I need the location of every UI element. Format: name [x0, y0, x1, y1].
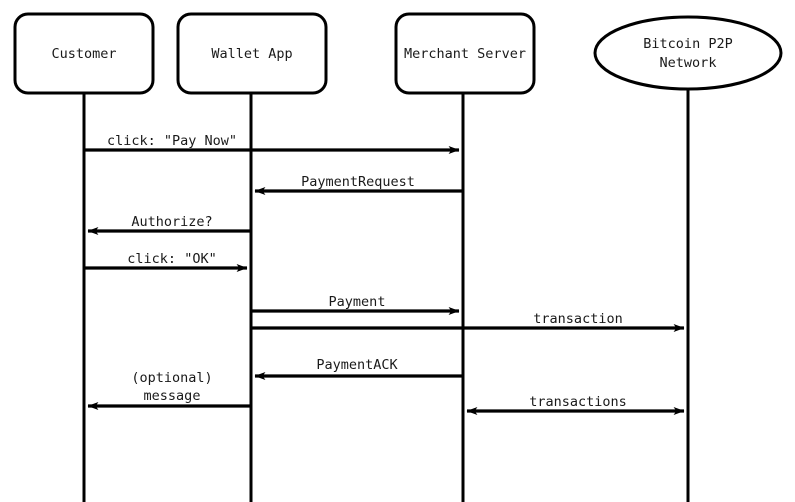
message-label-optional-line2: message — [144, 388, 201, 404]
message-label-click-ok: click: "OK" — [127, 251, 216, 267]
participant-merchant[interactable]: Merchant Server — [394, 12, 536, 95]
message-label-optional-line1: (optional) — [131, 370, 212, 386]
message-transaction[interactable]: transaction — [251, 311, 685, 332]
message-label-transaction: transaction — [533, 311, 622, 327]
message-optional-message[interactable]: (optional) message — [87, 370, 251, 410]
message-authorize[interactable]: Authorize? — [87, 214, 251, 235]
message-label-authorize: Authorize? — [131, 214, 212, 230]
lifelines-group — [82, 89, 690, 502]
message-label-transactions: transactions — [529, 394, 627, 410]
participant-label-merchant: Merchant Server — [404, 46, 526, 62]
message-payment-ack[interactable]: PaymentACK — [254, 357, 463, 380]
participant-label-wallet: Wallet App — [211, 46, 292, 62]
message-label-payment-request: PaymentRequest — [301, 174, 415, 190]
participant-label-bitcoin-line2: Network — [660, 55, 717, 71]
participant-box-wallet[interactable] — [176, 12, 328, 95]
participant-box-customer[interactable] — [13, 12, 155, 95]
message-transactions[interactable]: transactions — [466, 394, 685, 415]
participant-wallet[interactable]: Wallet App — [176, 12, 328, 95]
participant-customer[interactable]: Customer — [13, 12, 155, 95]
message-payment-request[interactable]: PaymentRequest — [254, 174, 463, 195]
participant-label-bitcoin-line1: Bitcoin P2P — [643, 36, 732, 52]
message-click-pay-now[interactable]: click: "Pay Now" — [84, 133, 460, 154]
participant-box-merchant[interactable] — [394, 12, 536, 95]
participant-bitcoin[interactable]: Bitcoin P2P Network — [593, 15, 783, 91]
participant-ellipse-bitcoin[interactable] — [593, 15, 783, 91]
message-label-click-pay-now: click: "Pay Now" — [107, 133, 237, 149]
message-label-payment-ack: PaymentACK — [316, 357, 398, 373]
participant-label-customer: Customer — [51, 46, 116, 62]
message-click-ok[interactable]: click: "OK" — [84, 251, 248, 272]
message-label-payment: Payment — [329, 294, 386, 310]
message-payment[interactable]: Payment — [251, 294, 460, 315]
